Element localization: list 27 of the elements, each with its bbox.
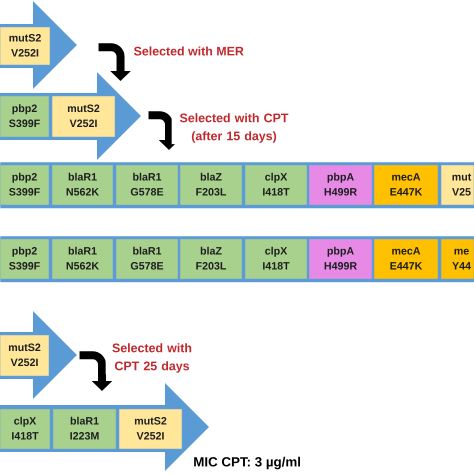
mutation-box: blaR1 N562K (52, 238, 114, 280)
mutation-box: blaR1 I223M (52, 408, 116, 450)
mutation-box: pbp2 S399F (0, 238, 50, 280)
mutation-box: clpX I418T (0, 408, 50, 450)
mutation-box: clpX I418T (244, 164, 308, 206)
edge-label: Selected with CPT 25 days (106, 342, 198, 374)
mutation-box: mecA E447K (374, 164, 438, 206)
mutation-box: pbpA H499R (308, 164, 372, 206)
edge-label: Selected with CPT (after 15 days) (172, 112, 296, 144)
mutation-box: mutS2 V252I (0, 334, 50, 376)
mutation-box: blaR1 N562K (52, 164, 114, 206)
mutation-box: blaZ F203L (180, 164, 242, 206)
mutation-box: mutS2 V252I (118, 408, 182, 450)
note-text: MIC CPT: 3 µg/ml (194, 456, 300, 470)
mutation-box: pbp2 S399F (0, 164, 50, 206)
mutation-box: pbpA H499R (308, 238, 372, 280)
mutation-box: blaR1 G578E (116, 238, 178, 280)
mutation-box: mutS2 V252I (0, 26, 50, 66)
mutation-box: mutS2 V252I (52, 96, 116, 138)
mutation-box: pbp2 S399F (0, 96, 50, 138)
mutation-box: me Y44 (440, 238, 474, 280)
mutation-box: blaZ F203L (180, 238, 242, 280)
mutation-box: blaR1 G578E (116, 164, 178, 206)
mutation-box: mut V25 (440, 164, 474, 206)
mutation-box: mecA E447K (374, 238, 438, 280)
edge-label: Selected with MER (132, 45, 246, 57)
mutation-box: clpX I418T (244, 238, 308, 280)
